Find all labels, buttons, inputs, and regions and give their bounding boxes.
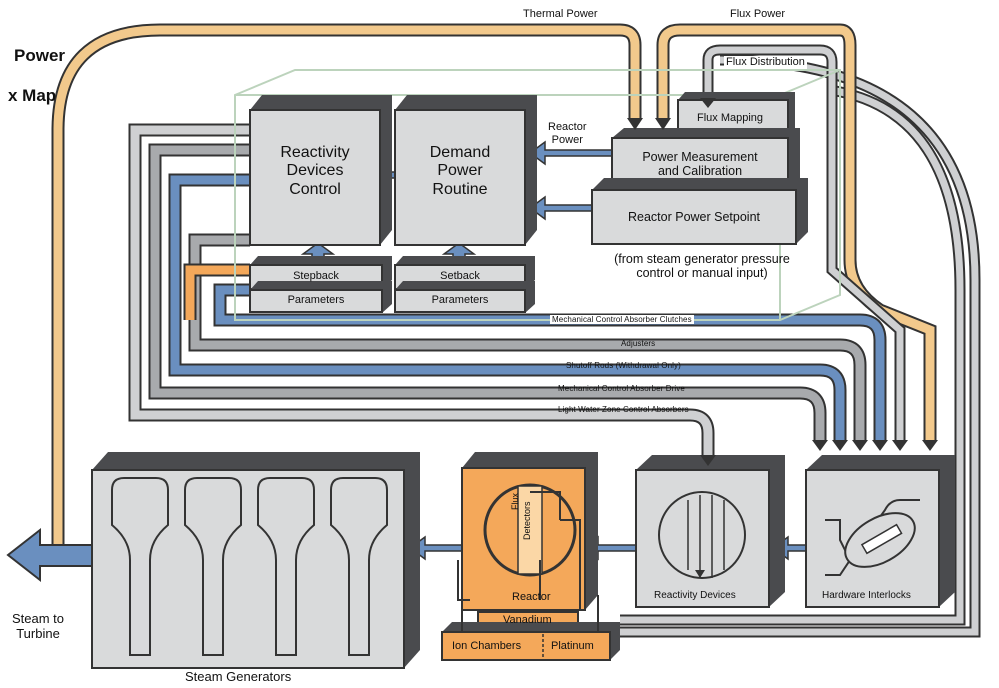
hardware-interlocks-label: Hardware Interlocks [822,590,911,601]
reactor-power-label-line-1: Reactor [548,121,587,133]
setpoint-note-line-2: control or manual input) [636,266,768,281]
pm-to-dpr-arrow [528,140,613,166]
parameters-label-2: Parameters [431,294,489,306]
setpoint-note-line-1: (from steam generator pressure [614,252,790,266]
steam-to-turbine-label: Steam to Turbine [12,611,65,642]
setback-box [394,256,535,313]
reactor-power-setpoint-label: Reactor Power Setpoint [627,210,760,224]
reactivity-devices-label: Reactivity Devices [654,590,736,601]
reactor-power-setpoint-box [591,178,808,245]
reactivity-device-drum [658,491,746,579]
title-line-1: Power [14,46,66,65]
power-measurement-line-2: and Calibration [657,164,743,179]
mech-drive-label: Mechanical Control Absorber Drive [558,384,685,393]
light-water-label: Light Water Zone Control Absorbers [558,405,689,414]
detectors-label: Detectors [522,501,532,540]
setback-label: Setback [440,270,480,282]
steam-generators-box [91,452,420,669]
mech-clutches-label: Mechanical Control Absorber Clutches [550,315,694,325]
steam-generators-label: Steam Generators [185,669,292,684]
flux-power-label: Flux Power [730,8,786,20]
flux-distribution-label: Flux Distribution [724,56,807,69]
dpr-line-3: Routine [432,180,488,198]
parameters-label-1: Parameters [287,294,345,306]
thermal-power-label: Thermal Power [523,8,598,20]
ion-chambers-label: Ion Chambers [452,640,522,652]
rdc-line-3: Control [289,180,341,198]
steam-generator-1 [111,477,169,656]
power-measurement-label: Power Measurement and Calibration [624,150,776,179]
reactor-label: Reactor [512,591,551,603]
stepback-box [249,256,392,313]
demand-power-routine-label: Demand Power Routine [395,144,525,199]
steam-to-turbine-line-1: Steam to [12,611,65,626]
steam-to-turbine-line-2: Turbine [16,625,60,641]
ion-platinum-box [441,631,611,661]
rdc-line-1: Reactivity [280,144,350,161]
hardware-interlocks-box [805,455,955,608]
adjusters-label: Adjusters [621,339,656,348]
rdc-line-2: Devices [286,162,344,180]
dpr-line-2: Power [437,162,483,180]
reactor-box [441,452,620,661]
steam-to-turbine-arrow [6,527,96,583]
steam-generator-3 [257,477,315,656]
stepback-label: Stepback [293,270,339,282]
demand-power-routine-box [394,95,537,246]
reactivity-devices-control-box [249,95,392,246]
reactivity-devices-box [635,455,785,608]
steam-generator-2 [184,477,242,656]
steam-generator-4 [330,477,388,656]
setpoint-note: (from steam generator pressure control o… [602,252,802,281]
reactivity-devices-control-label: Reactivity Devices Control [250,144,380,199]
setpoint-to-dpr-arrow [528,195,593,221]
flux-label: Flux [510,492,520,510]
reactor-power-label-line-2: Power [551,133,583,146]
power-measurement-line-1: Power Measurement [642,150,758,164]
flux-mapping-label: Flux Mapping [697,112,764,124]
vanadium-label: Vanadium [503,614,552,626]
arrowheads [627,98,938,466]
title-line-2: x Map [8,86,57,105]
dpr-line-1: Demand [429,144,491,161]
platinum-label: Platinum [551,640,594,652]
reactor-power-label: Reactor Power [548,121,587,146]
shutoff-rods-label: Shutoff Rods (Withdrawal Only) [566,361,681,370]
